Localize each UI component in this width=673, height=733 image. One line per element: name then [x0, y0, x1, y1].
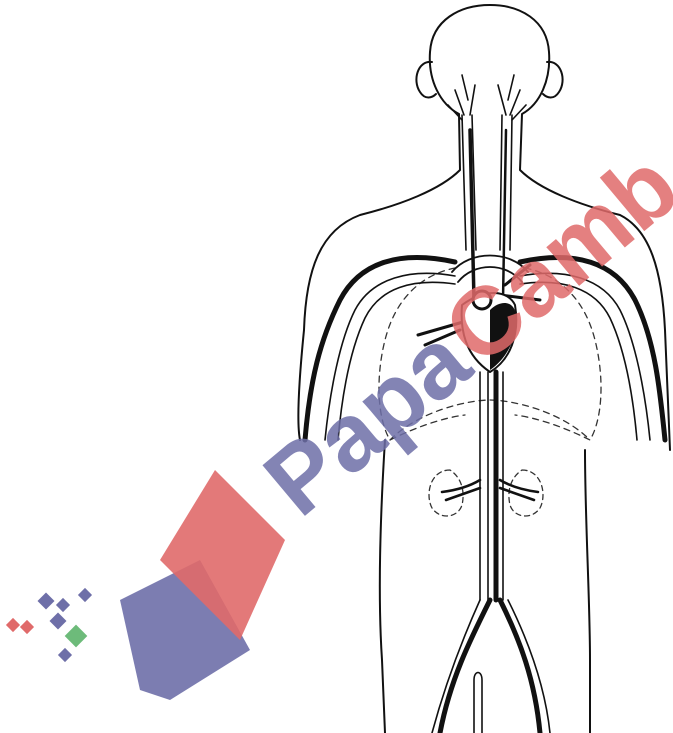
- body-outline: [298, 5, 670, 733]
- kidney-icon: [429, 470, 543, 516]
- jugular-line: [503, 130, 506, 300]
- leg-vessels: [432, 600, 550, 733]
- heart-icon: [462, 291, 517, 372]
- renal-vessels: [442, 480, 538, 500]
- descending-vessels: [480, 372, 503, 600]
- aortic-arch: [452, 256, 528, 283]
